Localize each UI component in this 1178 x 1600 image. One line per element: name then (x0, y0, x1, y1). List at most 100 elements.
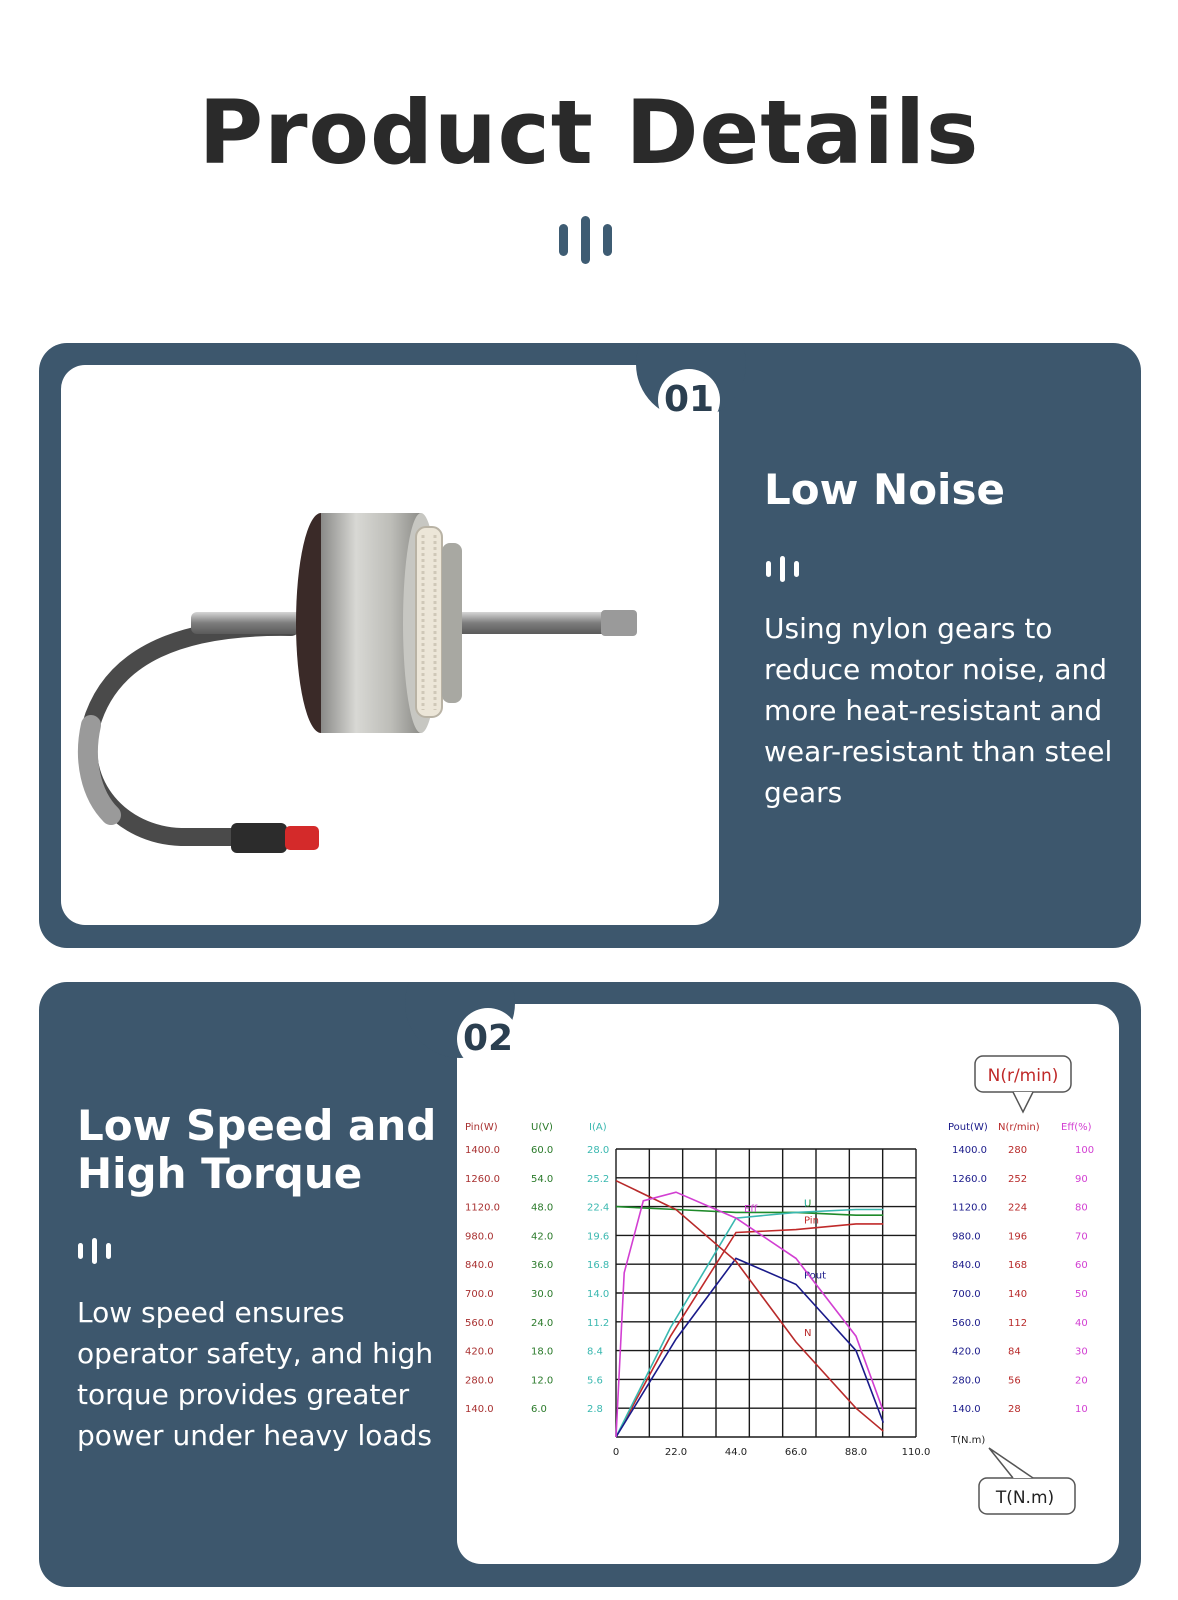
tick-label: 18.0 (531, 1347, 553, 1358)
tick-label: 40 (1075, 1318, 1088, 1329)
feature-number-badge: 01 (658, 369, 720, 431)
tick-label: 840.0 (465, 1260, 494, 1271)
feature-card-low-noise: 01 Low Noise Using nylon gears to reduce… (39, 343, 1141, 948)
tick-label: 252 (1008, 1174, 1027, 1185)
callout-bottom-label: T(N.m) (995, 1488, 1054, 1508)
tick-label: 22.4 (587, 1203, 609, 1214)
series-label: N (804, 1328, 811, 1339)
tick-label: 70 (1075, 1231, 1088, 1242)
tick-label: 36.0 (531, 1260, 553, 1271)
axis-label: U(V) (531, 1122, 553, 1133)
tick-label: 90 (1075, 1174, 1088, 1185)
axis-label: I(A) (589, 1122, 607, 1133)
tick-label: 700.0 (465, 1289, 494, 1300)
callout-pointer (988, 1447, 1034, 1479)
tick-label: 560.0 (952, 1318, 981, 1329)
tick-label: 60.0 (531, 1145, 553, 1156)
x-tick-label: 110.0 (902, 1447, 931, 1458)
tick-label: 19.6 (587, 1231, 609, 1242)
page-title: Product Details (198, 81, 980, 184)
x-tick-label: 66.0 (785, 1447, 807, 1458)
tick-label: 12.0 (531, 1375, 553, 1386)
tick-label: 112 (1008, 1318, 1027, 1329)
tick-label: 25.2 (587, 1174, 609, 1185)
series-line-n (615, 1179, 884, 1432)
chart-panel: Pin(W) 1400.0 1260.0 1120.0 980.0 840.0 700.0 5… (457, 1004, 1119, 1564)
tick-label: 1400.0 (465, 1145, 500, 1156)
feature-number-badge: 02 (457, 1008, 519, 1070)
tick-label: 280.0 (465, 1375, 494, 1386)
tick-label: 140.0 (465, 1404, 494, 1415)
tick-label: 140.0 (952, 1404, 981, 1415)
series-label: U (804, 1198, 811, 1209)
tick-label: 84 (1008, 1347, 1021, 1358)
series-line-pin (615, 1223, 884, 1438)
x-tick-label: 44.0 (725, 1447, 747, 1458)
tick-label: 420.0 (952, 1347, 981, 1358)
product-image-panel (61, 365, 719, 925)
feature-description: Using nylon gears to reduce motor noise,… (764, 612, 1113, 809)
tick-label: 140 (1008, 1289, 1027, 1300)
tick-label: 224 (1008, 1203, 1027, 1214)
feature-title: Low Noise (764, 465, 1005, 514)
tick-label: 700.0 (952, 1289, 981, 1300)
axis-label: Pout(W) (948, 1122, 988, 1133)
x-tick-label: 88.0 (845, 1447, 867, 1458)
x-axis-label: T(N.m) (950, 1435, 985, 1446)
title-divider-icon (559, 216, 612, 264)
tick-label: 280.0 (952, 1375, 981, 1386)
tick-label: 1260.0 (952, 1174, 987, 1185)
series-line-i (615, 1208, 884, 1438)
series-label: Pout (804, 1270, 826, 1281)
tick-label: 10 (1075, 1404, 1088, 1415)
tick-label: 50 (1075, 1289, 1088, 1300)
tick-label: 980.0 (465, 1231, 494, 1242)
x-tick-label: 0 (613, 1447, 619, 1458)
callout-pointer (1012, 1091, 1034, 1114)
tick-label: 980.0 (952, 1231, 981, 1242)
tick-label: 560.0 (465, 1318, 494, 1329)
feature-card-low-speed-high-torque: Pin(W) 1400.0 1260.0 1120.0 980.0 840.0 700.0 5… (39, 982, 1141, 1587)
tick-label: 840.0 (952, 1260, 981, 1271)
series-label: I (804, 1198, 807, 1209)
divider-icon (766, 556, 799, 582)
tick-label: 420.0 (465, 1347, 494, 1358)
tick-label: 20 (1075, 1375, 1088, 1386)
tick-label: 28.0 (587, 1145, 609, 1156)
tick-label: 60 (1075, 1260, 1088, 1271)
tick-label: 28 (1008, 1404, 1021, 1415)
tick-label: 16.8 (587, 1260, 609, 1271)
axis-label: Eff(%) (1061, 1122, 1092, 1133)
series-line-pout (615, 1257, 885, 1438)
tick-label: 280 (1008, 1145, 1027, 1156)
tick-label: 5.6 (587, 1375, 603, 1386)
tick-label: 8.4 (587, 1347, 603, 1358)
feature-title: Low Speed and High Torque (77, 1101, 437, 1198)
tick-label: 54.0 (531, 1174, 553, 1185)
feature-description: Low speed ensures operator safety, and h… (77, 1296, 434, 1452)
tick-label: 1260.0 (465, 1174, 500, 1185)
tick-label: 11.2 (587, 1318, 609, 1329)
divider-icon (78, 1238, 111, 1264)
tick-label: 1400.0 (952, 1145, 987, 1156)
tick-label: 42.0 (531, 1231, 553, 1242)
tick-label: 6.0 (531, 1404, 547, 1415)
tick-label: 80 (1075, 1203, 1088, 1214)
tick-label: 1120.0 (952, 1203, 987, 1214)
tick-label: 48.0 (531, 1203, 553, 1214)
performance-chart: Pin(W) 1400.0 1260.0 1120.0 980.0 840.0 700.0 5… (465, 1055, 1094, 1515)
series-line-eff (615, 1191, 885, 1438)
tick-label: 30 (1075, 1347, 1088, 1358)
tick-label: 196 (1008, 1231, 1027, 1242)
series-label: Pin (804, 1216, 819, 1227)
tick-label: 24.0 (531, 1318, 553, 1329)
tick-label: 1120.0 (465, 1203, 500, 1214)
axis-label: N(r/min) (998, 1122, 1040, 1133)
tick-label: 56 (1008, 1375, 1021, 1386)
callout-top-label: N(r/min) (988, 1066, 1059, 1086)
tick-label: 2.8 (587, 1404, 603, 1415)
hub-motor-image (77, 513, 637, 853)
tick-label: 100 (1075, 1145, 1094, 1156)
series-line-u (615, 1205, 884, 1216)
axis-label: Pin(W) (465, 1122, 498, 1133)
